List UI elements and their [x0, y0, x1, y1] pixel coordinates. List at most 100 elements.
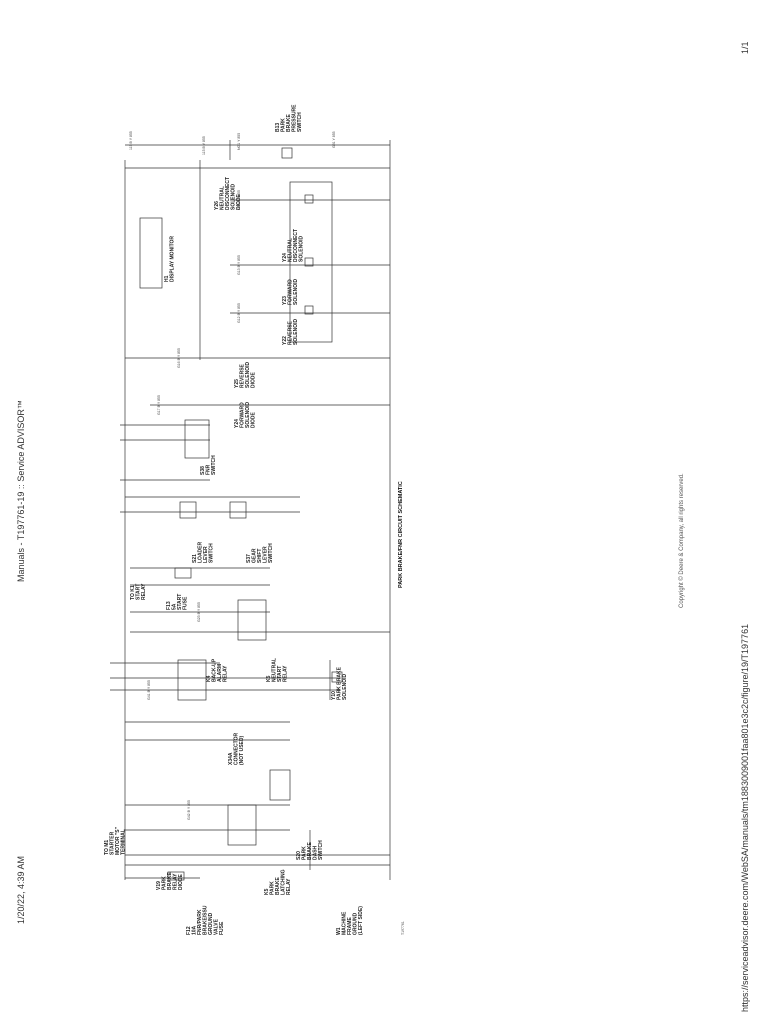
component-label-line: BRAKE: [167, 872, 173, 890]
component-label-line: ALARM: [217, 664, 223, 682]
component-label-line: LEVER: [263, 546, 269, 563]
figure-id: T197761: [401, 921, 405, 935]
component-label-line: S20: [296, 851, 302, 860]
component-label-line: VALVE: [214, 918, 220, 935]
component-label-line: X34A: [228, 752, 234, 765]
component-label-y23: Y23FORWARDSOLENOID: [282, 278, 299, 305]
component-label-k4: K4BACK-UPALARMRELAY: [206, 658, 229, 682]
component-label-y22: Y22REVERSESOLENOID: [282, 318, 299, 345]
component-label-line: Y10: [331, 691, 337, 700]
component-label-s21: S21LOADERLEVERSWITCH: [192, 542, 215, 564]
component-label-line: START: [177, 594, 183, 610]
component-label-line: RELAY: [141, 583, 147, 600]
component-label-line: NEUTRAL: [220, 186, 226, 210]
component-label-line: DISCONNECT: [225, 177, 231, 210]
svg-text:G42 B Y 855: G42 B Y 855: [187, 800, 191, 820]
component-label-line: Y23: [282, 296, 288, 305]
component-label-line: FUSE: [219, 921, 225, 935]
component-label-line: TERMINAL: [121, 829, 127, 855]
component-label-line: SHIFT: [257, 549, 263, 563]
component-label-line: Y26: [214, 201, 220, 210]
component-label-line: PARK: [162, 876, 168, 890]
component-label-k1: TO K1STARTRELAY: [130, 583, 147, 600]
component-label-line: MACHINE: [342, 911, 348, 935]
component-label-y24n: Y24NEUTRALDISCONNECTSOLENOID: [282, 229, 305, 262]
svg-text:G23 B Y 855: G23 B Y 855: [197, 602, 201, 622]
component-label-line: NEUTRAL: [288, 238, 294, 262]
component-labels: B13PARKBRAKEPRESSURESWITCHY26NEUTRALDISC…: [104, 104, 364, 935]
component-label-line: SOLENOID: [231, 183, 237, 210]
component-label-line: DIODE: [251, 372, 257, 389]
svg-text:115 B Y 855: 115 B Y 855: [129, 131, 133, 150]
component-label-line: TO K1: [130, 585, 136, 600]
svg-text:G19 B Y 855: G19 B Y 855: [237, 190, 241, 210]
svg-text:115 B Y 855: 115 B Y 855: [202, 136, 206, 155]
component-label-line: DIODE: [251, 412, 257, 429]
component-label-tom1: TO M1STARTERMOTOR "S"TERMINAL: [104, 826, 127, 855]
svg-text:G16 B Y 855: G16 B Y 855: [177, 348, 181, 368]
component-label-w1: W1MACHINEFRAMEGROUND(LEFT SIDE): [336, 906, 364, 935]
component-label-line: S38: [200, 466, 206, 475]
component-label-line: SWITCH: [211, 455, 217, 475]
component-label-line: MOTOR "S": [115, 826, 121, 855]
component-label-line: SOLENOID: [342, 673, 348, 700]
svg-text:G12 B Y 855: G12 B Y 855: [237, 303, 241, 323]
component-label-line: FORWARD: [288, 279, 294, 305]
component-label-f13: F135ASTARTFUSE: [166, 594, 189, 610]
component-label-line: BRAKE: [286, 114, 292, 132]
component-label-line: SOLENOID: [293, 318, 299, 345]
component-label-line: FRAME: [347, 917, 353, 935]
component-label-k5n: K5NEUTRALSTARTRELAY: [266, 658, 289, 682]
svg-text:NG1 Y 855: NG1 Y 855: [237, 133, 241, 150]
component-label-line: NEUTRAL: [272, 658, 278, 682]
component-label-line: BACK-UP: [212, 658, 218, 682]
component-label-line: S21: [192, 554, 198, 563]
component-label-line: SOLENOID: [245, 401, 251, 428]
component-label-line: F12: [186, 926, 192, 935]
component-label-line: SOLENOID: [293, 278, 299, 305]
svg-text:G13 B Y 855: G13 B Y 855: [237, 255, 241, 275]
component-label-line: LOADER: [198, 542, 204, 564]
component-label-line: DIODE: [236, 194, 242, 211]
component-label-line: FNR: [206, 464, 212, 475]
component-label-line: Y25: [234, 379, 240, 388]
component-label-v19: V19PARKBRAKERELAYDIODE: [156, 872, 184, 890]
component-label-line: START: [277, 666, 283, 682]
component-label-line: F13: [166, 601, 172, 610]
component-label-s38: S38FNRSWITCH: [200, 455, 217, 475]
component-label-line: S37: [246, 554, 252, 563]
component-label-line: BRAKE: [307, 842, 313, 860]
svg-text:G41 B Y 855: G41 B Y 855: [147, 680, 151, 700]
component-label-line: B13: [275, 123, 281, 132]
component-label-line: RELAY: [286, 878, 292, 895]
component-label-line: FORWARD: [240, 402, 246, 428]
component-label-line: REVERSE: [288, 320, 294, 345]
component-label-y24f: Y24FORWARDSOLENOIDDIODE: [234, 401, 257, 428]
schematic-title: PARK BRAKE/FNR CIRCUIT SCHEMATIC: [398, 481, 404, 588]
component-label-b13: B13PARKBRAKEPRESSURESWITCH: [275, 104, 303, 132]
component-label-line: (LEFT SIDE): [358, 906, 364, 935]
component-label-line: PARK: [281, 118, 287, 132]
component-label-line: SOLENOID: [245, 361, 251, 388]
component-label-line: GROUND: [208, 912, 214, 935]
component-label-line: BRAKE/SSU: [203, 905, 209, 935]
component-label-line: SOLENOID: [299, 235, 305, 262]
component-label-line: STARTER: [110, 831, 116, 855]
component-label-line: LATCHING: [281, 869, 287, 895]
component-label-line: RELAY: [283, 665, 289, 682]
component-label-line: BRAKE: [275, 877, 281, 895]
component-label-line: Y24: [234, 419, 240, 428]
component-label-line: 5A: [172, 603, 178, 610]
component-label-line: RELAY: [173, 873, 179, 890]
component-label-line: W1: [336, 927, 342, 935]
component-label-line: DISCONNECT: [293, 229, 299, 262]
component-label-line: FNR/PARK: [197, 909, 203, 935]
component-label-x34a: X34ACONNECTOR(NOT USED): [228, 732, 245, 765]
component-label-line: 10A: [192, 925, 198, 935]
component-label-h1: H1DISPLAY MONITOR: [164, 236, 176, 282]
component-label-line: REVERSE: [240, 363, 246, 388]
component-label-line: GROUND: [353, 912, 359, 935]
component-label-k5l: K5PARKBRAKELATCHINGRELAY: [264, 869, 292, 895]
svg-text:G17 B Y 855: G17 B Y 855: [157, 395, 161, 415]
component-label-line: SWITCH: [318, 840, 324, 860]
